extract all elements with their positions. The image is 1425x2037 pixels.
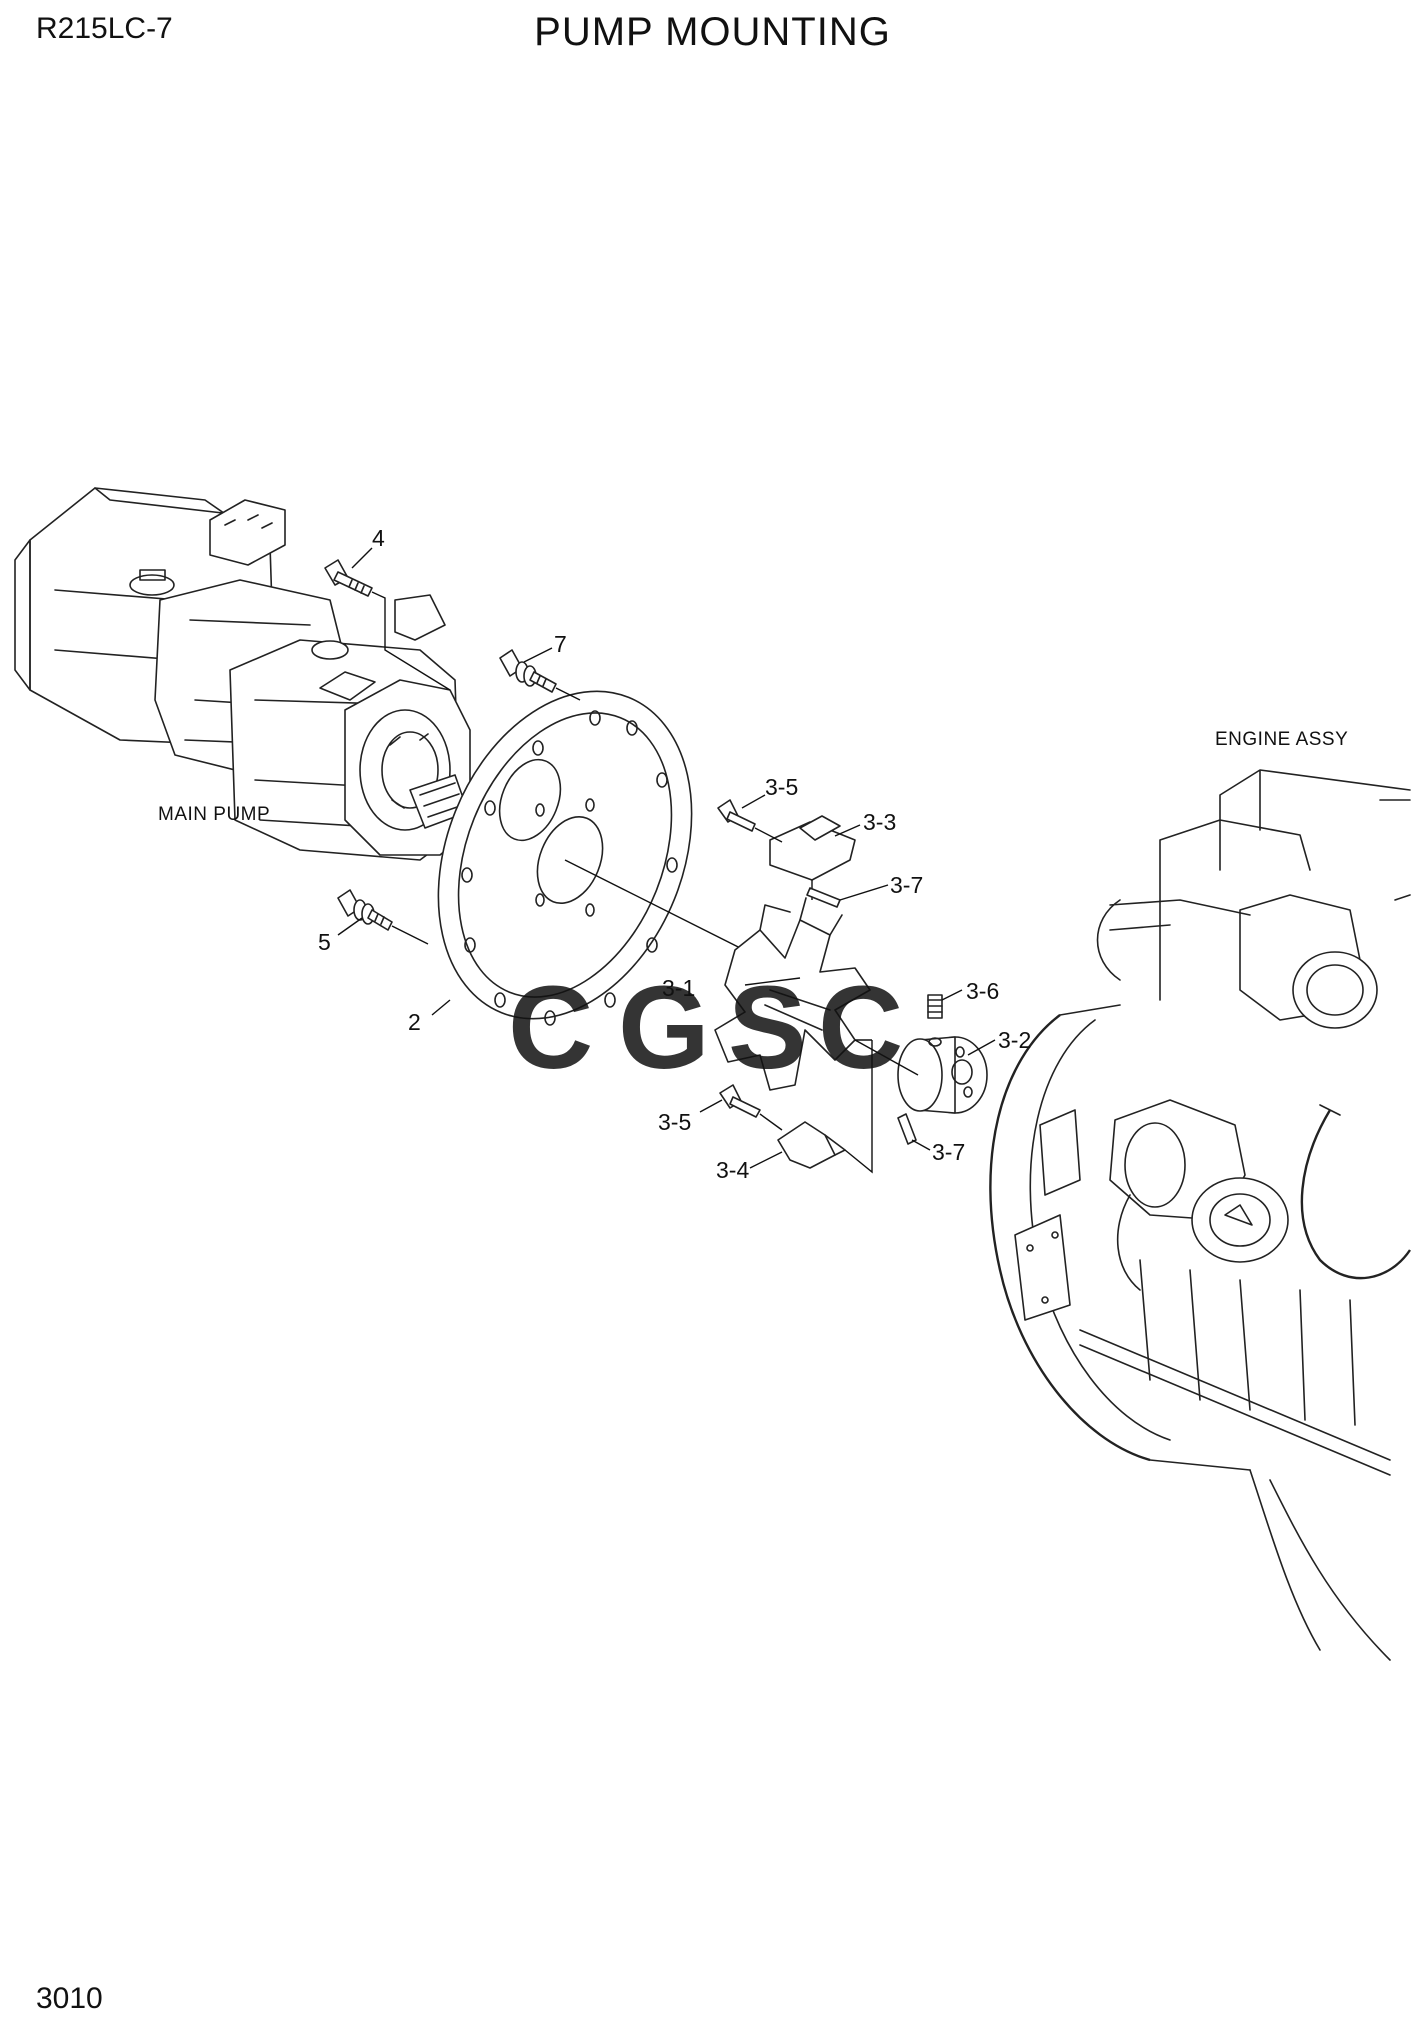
page-title: PUMP MOUNTING — [534, 10, 891, 54]
callout-3-3: 3-3 — [863, 809, 896, 835]
page-number: 3010 — [36, 1982, 103, 2015]
engine-assy-label: ENGINE ASSY — [1215, 729, 1348, 750]
watermark-letter-g: G — [618, 962, 710, 1094]
callout-3-4: 3-4 — [716, 1157, 749, 1183]
callout-3-1: 3-1 — [662, 975, 695, 1001]
callout-5: 5 — [318, 929, 331, 955]
main-pump-label: MAIN PUMP — [158, 804, 270, 825]
callout-3-7-top: 3-7 — [890, 872, 923, 898]
callout-7: 7 — [554, 631, 567, 657]
bolt-7-drawing — [499, 649, 581, 701]
model-code: R215LC-7 — [36, 12, 173, 45]
coupling-assembly-drawing — [564, 799, 988, 1174]
flange-drawing — [437, 690, 693, 1026]
callout-4: 4 — [372, 525, 385, 551]
callout-2: 2 — [408, 1009, 421, 1035]
callout-3-7-bottom: 3-7 — [932, 1139, 965, 1165]
callout-3-6: 3-6 — [966, 978, 999, 1004]
cgsc-watermark-logo: C G S C — [508, 962, 903, 1094]
main-pump-drawing — [14, 487, 471, 861]
callout-3-5-top: 3-5 — [765, 774, 798, 800]
engine-drawing — [989, 769, 1411, 1661]
callout-3-5-bottom: 3-5 — [658, 1109, 691, 1135]
watermark-letter-c: C — [508, 962, 593, 1094]
callout-3-2: 3-2 — [998, 1027, 1031, 1053]
watermark-letter-s: S — [728, 962, 807, 1094]
watermark-letter-c2: C — [818, 962, 903, 1094]
bolt-4-drawing — [324, 559, 451, 691]
bolt-5-drawing — [337, 889, 429, 945]
